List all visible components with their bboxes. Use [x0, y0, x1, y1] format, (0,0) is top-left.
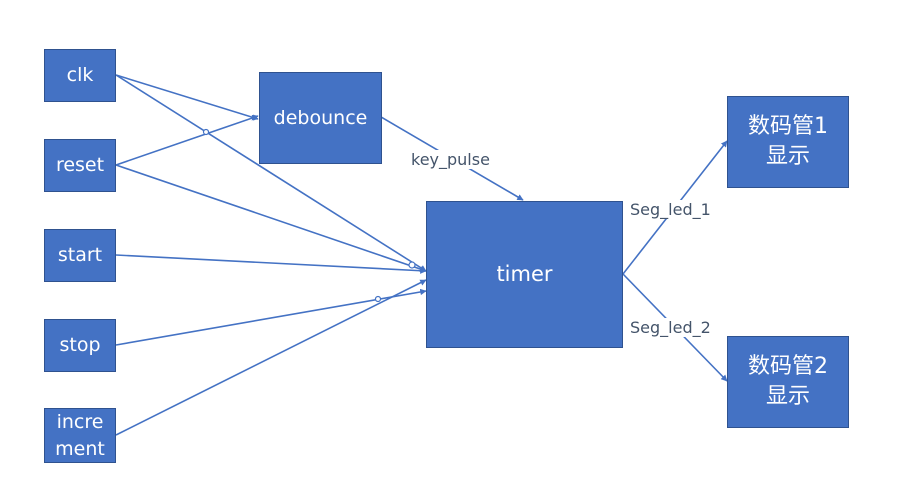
- timer-label: timer: [496, 262, 553, 286]
- display2-output-box: 数码管2 显示: [727, 336, 849, 428]
- stop-label: stop: [59, 334, 101, 356]
- arrow-start-to-timer: [115, 254, 427, 274]
- line-crossing-hop: [202, 128, 210, 136]
- clk-input-box: clk: [44, 49, 116, 102]
- reset-label: reset: [55, 154, 105, 176]
- start-input-box: start: [44, 229, 116, 282]
- line-crossing-hop: [374, 295, 382, 303]
- debounce-module-box: debounce: [259, 72, 382, 164]
- start-label: start: [57, 244, 103, 266]
- timer-module-box: timer: [426, 201, 623, 348]
- arrow-reset-to-debounce: [115, 114, 259, 166]
- line-crossing-hop: [408, 261, 416, 269]
- display2-label-line2: 显示: [765, 384, 810, 409]
- display2-label-line1: 数码管2: [748, 354, 828, 379]
- display1-output-box: 数码管1 显示: [727, 96, 849, 188]
- clk-label: clk: [66, 64, 94, 86]
- reset-input-box: reset: [44, 139, 116, 192]
- seg-led-2-signal-label: Seg_led_2: [630, 318, 711, 337]
- arrow-increment-to-timer: [115, 279, 427, 436]
- arrow-stop-to-timer: [115, 288, 427, 346]
- increment-label-line2: ment: [55, 437, 105, 460]
- display1-label-line2: 显示: [765, 144, 810, 169]
- increment-input-box: incre ment: [44, 408, 116, 463]
- display1-label-line1: 数码管1: [748, 114, 828, 139]
- increment-label-line1: incre: [56, 410, 104, 433]
- arrow-clk-to-timer: [115, 74, 427, 272]
- stop-input-box: stop: [44, 319, 116, 372]
- arrow-reset-to-timer: [115, 164, 427, 273]
- seg-led-1-signal-label: Seg_led_1: [630, 200, 711, 219]
- key-pulse-signal-label: key_pulse: [411, 150, 490, 169]
- debounce-label: debounce: [273, 106, 368, 129]
- arrow-clk-to-debounce: [115, 74, 259, 121]
